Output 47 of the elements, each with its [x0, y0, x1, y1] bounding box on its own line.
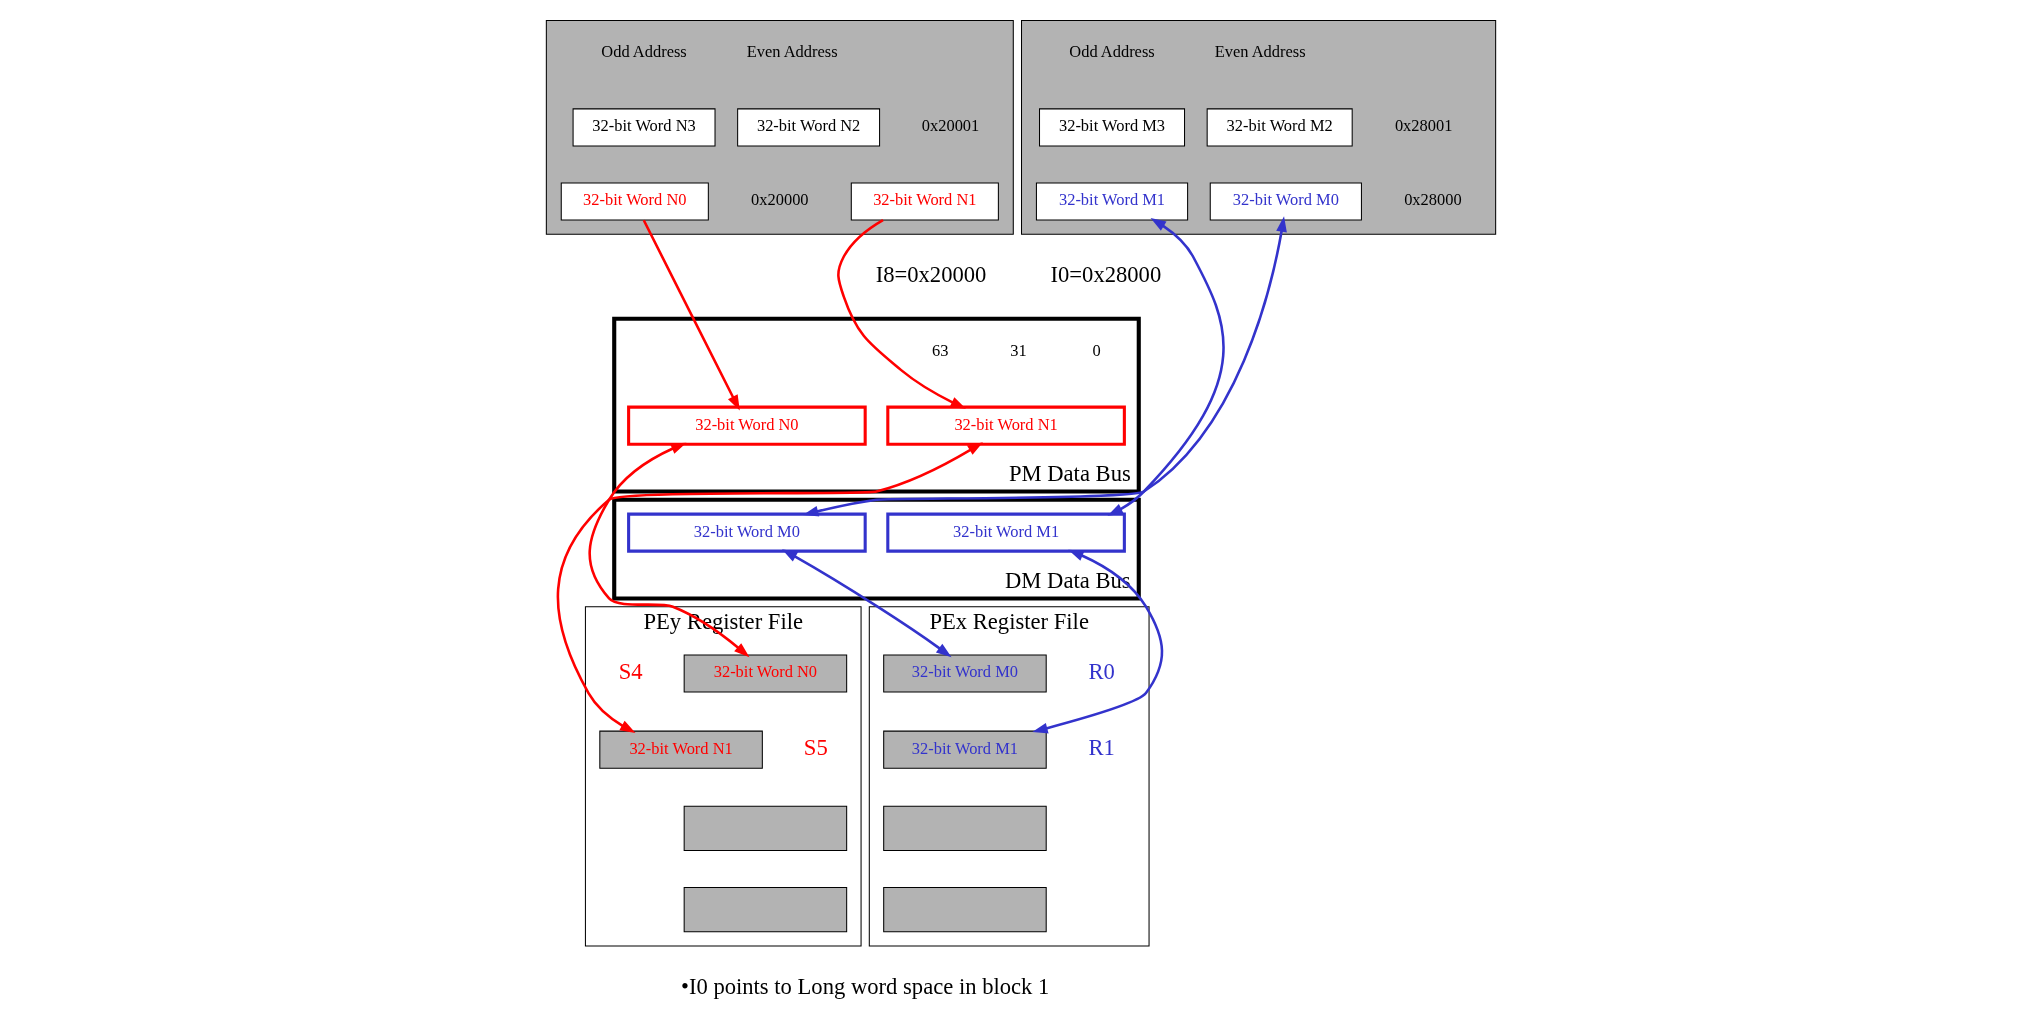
label: 0x28001 — [1394, 116, 1452, 136]
node-box: 32-bit Word M1 — [885, 512, 1126, 553]
arrow — [781, 549, 952, 658]
label: 0x20000 — [750, 190, 809, 210]
node-box: 32-bit Word N1 — [850, 182, 999, 221]
node-box: 32-bit Word M3 — [1038, 108, 1185, 147]
node-box: 32-bit Word N1 — [885, 405, 1126, 446]
label: 0 — [1091, 340, 1101, 360]
arrow — [556, 442, 983, 733]
node-box: 32-bit Word M0 — [1209, 182, 1362, 221]
cluster — [545, 19, 1014, 235]
arrow — [1107, 218, 1224, 516]
node-box: 32-bit Word M0 — [882, 654, 1047, 693]
node-box: 32-bit Word M1 — [882, 730, 1047, 769]
arrow — [642, 219, 740, 411]
label: 0x20001 — [921, 116, 979, 136]
label: 31 — [1009, 340, 1027, 360]
node-label: R0 — [1088, 659, 1115, 685]
label: I0=0x28000 — [1049, 262, 1161, 288]
node-box: 32-bit Word M0 — [626, 512, 867, 553]
node-box: 32-bit Word N1 — [598, 730, 763, 769]
node-box: 32-bit Word N3 — [572, 108, 716, 147]
arrow — [588, 442, 749, 658]
label: Even Address — [746, 42, 838, 62]
label: 0x28000 — [1403, 190, 1462, 210]
node-box: 32-bit Word N0 — [560, 182, 709, 221]
label: I8=0x20000 — [875, 262, 986, 288]
node-box: 32-bit Word M2 — [1206, 108, 1353, 147]
label: Odd Address — [600, 42, 687, 62]
node-box: 32-bit Word N0 — [626, 405, 867, 446]
node-box — [882, 805, 1047, 851]
label: •I0 points to Long word space in block 1 — [680, 974, 1049, 1000]
node-box — [683, 805, 847, 851]
node-label: S5 — [803, 735, 828, 761]
node-box: 32-bit Word N0 — [683, 654, 847, 693]
node-label: S4 — [618, 659, 643, 685]
node-label: R1 — [1088, 735, 1115, 761]
node-box — [882, 886, 1047, 933]
label: 63 — [931, 340, 948, 360]
label: Odd Address — [1068, 42, 1155, 62]
node-box: 32-bit Word N2 — [736, 108, 880, 147]
arrow — [836, 218, 966, 409]
label: Even Address — [1214, 42, 1306, 62]
node-box: 32-bit Word M1 — [1035, 182, 1188, 221]
node-box — [683, 886, 847, 933]
arrow — [1031, 549, 1163, 734]
arrow — [802, 216, 1287, 517]
